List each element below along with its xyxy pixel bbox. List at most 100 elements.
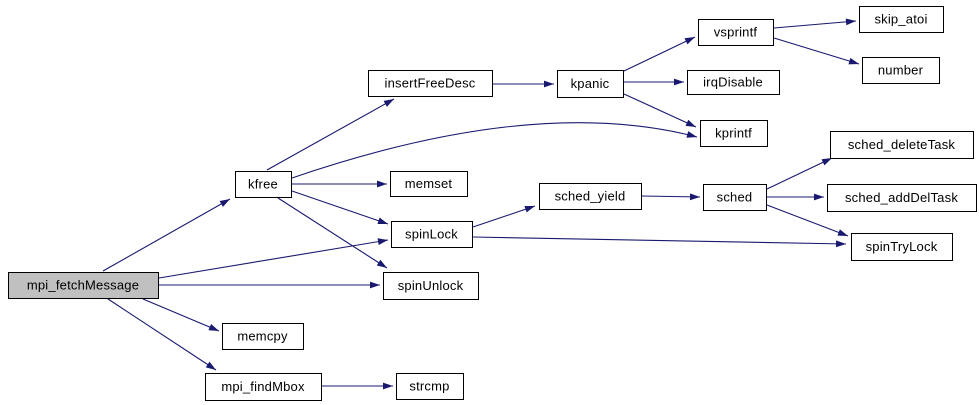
node-kprintf[interactable]: kprintf bbox=[700, 120, 768, 147]
edge-line bbox=[766, 157, 833, 190]
arrowhead-icon bbox=[377, 217, 388, 224]
edge-mpi_fetchMessage-memcpy bbox=[142, 298, 220, 332]
node-sched[interactable]: sched bbox=[703, 184, 767, 211]
edge-kpanic-vsprintf bbox=[623, 36, 696, 72]
node-irqDisable[interactable]: irqDisable bbox=[687, 70, 780, 95]
node-box[interactable] bbox=[700, 120, 768, 147]
node-box bbox=[8, 272, 159, 299]
edge-vsprintf-skip_atoi bbox=[773, 18, 857, 29]
node-vsprintf[interactable]: vsprintf bbox=[698, 19, 774, 46]
edge-line bbox=[623, 93, 697, 128]
edge-line bbox=[472, 236, 847, 245]
node-spinUnlock[interactable]: spinUnlock bbox=[383, 272, 479, 300]
edge-line bbox=[291, 190, 389, 225]
node-label: irqDisable bbox=[703, 75, 763, 90]
edge-kpanic-kprintf bbox=[623, 93, 697, 128]
node-memset[interactable]: memset bbox=[390, 171, 468, 197]
arrowhead-icon bbox=[837, 229, 848, 236]
node-spinLock[interactable]: spinLock bbox=[391, 221, 473, 248]
edge-sched_yield-sched bbox=[641, 193, 701, 201]
arrowhead-icon bbox=[685, 119, 696, 127]
node-box[interactable] bbox=[557, 70, 624, 98]
arrowhead-icon bbox=[845, 18, 856, 26]
edge-vsprintf-number bbox=[773, 37, 860, 65]
node-box[interactable] bbox=[222, 323, 304, 350]
arrowhead-icon bbox=[383, 382, 393, 390]
edge-line bbox=[102, 198, 231, 272]
node-label: spinUnlock bbox=[398, 278, 464, 293]
node-skip_atoi[interactable]: skip_atoi bbox=[859, 6, 944, 33]
edge-mpi_fetchMessage-spinUnlock bbox=[159, 281, 380, 289]
node-sched_deleteTask[interactable]: sched_deleteTask bbox=[830, 131, 974, 159]
edge-kfree-insertFreeDesc bbox=[266, 98, 395, 171]
node-label: kpanic bbox=[571, 76, 610, 91]
node-label: spinTryLock bbox=[866, 239, 938, 254]
node-box[interactable] bbox=[687, 70, 780, 95]
node-strcmp[interactable]: strcmp bbox=[396, 373, 464, 400]
node-kpanic[interactable]: kpanic bbox=[557, 70, 624, 98]
arrowhead-icon bbox=[684, 37, 695, 45]
node-label: skip_atoi bbox=[874, 12, 927, 27]
node-label: memcpy bbox=[237, 329, 288, 344]
node-mpi_fetchMessage: mpi_fetchMessage bbox=[8, 272, 159, 299]
node-label: vsprintf bbox=[714, 25, 758, 40]
node-box[interactable] bbox=[703, 184, 767, 211]
node-box[interactable] bbox=[698, 19, 774, 46]
arrowhead-icon bbox=[689, 193, 700, 201]
node-label: sched_addDelTask bbox=[845, 190, 958, 205]
node-spinTryLock[interactable]: spinTryLock bbox=[851, 233, 953, 261]
edge-spinLock-spinTryLock bbox=[472, 236, 847, 248]
arrowhead-icon bbox=[383, 99, 394, 107]
node-box[interactable] bbox=[827, 184, 977, 212]
edge-kpanic-irqDisable bbox=[624, 78, 684, 86]
node-sched_yield[interactable]: sched_yield bbox=[539, 183, 642, 210]
edge-line bbox=[773, 20, 857, 29]
edge-insertFreeDesc-kpanic bbox=[493, 80, 554, 88]
edge-line bbox=[158, 239, 389, 279]
node-box[interactable] bbox=[235, 171, 292, 198]
node-box[interactable] bbox=[383, 272, 479, 300]
arrowhead-icon bbox=[544, 80, 554, 88]
node-mpi_findMbox[interactable]: mpi_findMbox bbox=[205, 373, 322, 401]
arrowhead-icon bbox=[686, 131, 697, 138]
edge-line bbox=[107, 298, 217, 371]
edge-kfree-kprintf bbox=[291, 122, 698, 179]
node-box[interactable] bbox=[390, 171, 468, 197]
arrowhead-icon bbox=[377, 180, 387, 188]
node-box[interactable] bbox=[396, 373, 464, 400]
node-box[interactable] bbox=[862, 57, 940, 84]
arrowhead-icon bbox=[208, 323, 219, 331]
arrowhead-icon bbox=[205, 361, 216, 370]
arrowhead-icon bbox=[377, 238, 388, 245]
node-box[interactable] bbox=[851, 233, 953, 261]
node-memcpy[interactable]: memcpy bbox=[222, 323, 304, 350]
edge-sched-sched_addDelTask bbox=[767, 193, 824, 201]
node-box[interactable] bbox=[391, 221, 473, 248]
edge-kfree-memset bbox=[292, 180, 387, 188]
edge-line bbox=[142, 298, 220, 332]
edge-mpi_fetchMessage-spinLock bbox=[158, 238, 389, 279]
node-label: spinLock bbox=[405, 227, 458, 242]
node-kfree[interactable]: kfree bbox=[235, 171, 292, 198]
edge-sched-sched_deleteTask bbox=[766, 157, 833, 190]
node-box[interactable] bbox=[368, 70, 493, 97]
arrowhead-icon bbox=[370, 281, 380, 289]
arrowhead-icon bbox=[814, 193, 824, 201]
node-insertFreeDesc[interactable]: insertFreeDesc bbox=[368, 70, 493, 97]
node-sched_addDelTask[interactable]: sched_addDelTask bbox=[827, 184, 977, 212]
node-label: sched_deleteTask bbox=[848, 137, 956, 152]
edge-line bbox=[623, 36, 696, 72]
edge-line bbox=[266, 98, 395, 171]
node-box[interactable] bbox=[205, 373, 322, 401]
node-box[interactable] bbox=[859, 6, 944, 33]
node-label: kprintf bbox=[715, 126, 752, 141]
edge-line bbox=[773, 37, 860, 65]
node-label: memset bbox=[405, 176, 453, 191]
node-box[interactable] bbox=[539, 183, 642, 210]
node-label: number bbox=[878, 63, 924, 78]
node-box[interactable] bbox=[830, 131, 974, 159]
node-label: sched_yield bbox=[555, 189, 626, 204]
node-number[interactable]: number bbox=[862, 57, 940, 84]
node-label: mpi_findMbox bbox=[221, 379, 305, 394]
